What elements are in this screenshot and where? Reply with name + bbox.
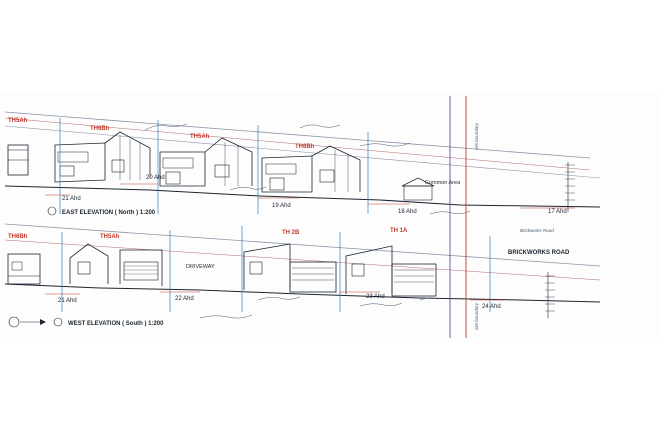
east-common-area-label: Common Area <box>425 180 461 186</box>
west-level-label: 22 Ahd <box>175 296 194 302</box>
west-scale-ticks <box>545 272 555 318</box>
west-level-marker-1: 21 Ahd <box>45 293 80 304</box>
east-ground-line <box>4 185 601 208</box>
east-level-label: 19 Ahd <box>272 203 291 209</box>
west-level-label: 23 Ahd <box>366 294 385 300</box>
west-house-label: TH6Bh <box>8 234 28 240</box>
east-level-marker-1: 21 Ahd <box>45 194 81 202</box>
east-house-label: TH5Ah <box>8 118 28 124</box>
west-driveway-label: DRIVEWAY <box>186 264 215 270</box>
west-elevation: 21 Ahd 22 Ahd 23 Ahd 24 Ahd TH6Bh TH5Ah … <box>4 223 601 328</box>
west-house-label: TH 1A <box>390 228 408 234</box>
west-level-marker-4: 24 Ahd <box>470 299 505 310</box>
west-level-label: 24 Ahd <box>482 304 501 310</box>
east-level-label: 18 Ahd <box>398 209 417 215</box>
handwritten-note-scribble <box>359 302 403 307</box>
handwritten-note-scribble <box>199 314 253 319</box>
west-elevation-title: WEST ELEVATION ( South ) 1:200 <box>68 321 164 327</box>
east-common-area-shelter <box>401 177 435 201</box>
west-house-label: TH5Ah <box>100 234 120 240</box>
west-level-marker-3: 23 Ahd <box>340 291 385 300</box>
north-arrow-icon <box>8 316 46 328</box>
handwritten-note-scribble <box>229 186 267 191</box>
east-level-marker-3: 19 Ahd <box>258 197 300 209</box>
east-level-marker-2: 20 Ahd <box>120 175 165 185</box>
east-title-bubble <box>47 206 57 216</box>
west-house-label: TH 2B <box>282 230 300 236</box>
west-level-marker-2: 22 Ahd <box>160 291 200 302</box>
east-scale-ticks <box>565 162 575 212</box>
east-house-label: TH5Ah <box>190 134 210 140</box>
site-boundary-label: site boundary <box>474 122 479 150</box>
east-elevation: 21 Ahd 20 Ahd 19 Ahd 18 Ahd 17 Ahd TH5Ah… <box>4 111 601 233</box>
east-level-marker-5: 17 Ahd <box>520 207 575 215</box>
west-road-label: BRICKWORKS ROAD <box>508 250 570 256</box>
west-roof-reference-line <box>4 223 601 267</box>
east-level-marker-4: 18 Ahd <box>368 203 417 215</box>
east-house-label: TH6Bh <box>90 126 110 132</box>
east-house-label: TH6Bh <box>295 144 315 150</box>
west-townhouse-3 <box>243 243 337 293</box>
west-townhouse-4 <box>345 245 437 297</box>
handwritten-note-scribble <box>419 297 439 301</box>
site-boundary-label: site boundary <box>474 302 479 330</box>
west-ground-line <box>4 283 601 303</box>
site-boundary-lines: site boundary site boundary <box>449 96 479 338</box>
east-townhouse-1 <box>7 144 29 176</box>
east-level-label: 21 Ahd <box>62 196 81 202</box>
handwritten-note-scribble <box>144 123 188 131</box>
east-roof-reference-line <box>4 111 591 159</box>
east-road-note: Brickworks Road <box>520 228 554 233</box>
east-elevation-title: EAST ELEVATION ( North ) 1:200 <box>62 210 156 216</box>
handwritten-note-scribble <box>359 142 411 147</box>
east-townhouse-3 <box>159 137 253 187</box>
west-townhouse-1 <box>7 253 41 285</box>
handwritten-note-scribble <box>429 210 471 215</box>
east-townhouse-4 <box>261 145 361 193</box>
east-height-plane-line <box>4 117 591 171</box>
handwritten-note-scribble <box>299 124 341 129</box>
west-townhouse-2 <box>69 243 163 286</box>
east-level-label: 20 Ahd <box>146 175 165 181</box>
handwritten-note-scribble <box>257 296 301 301</box>
east-reference-line-2 <box>4 125 601 179</box>
west-height-plane-line <box>4 239 601 281</box>
east-level-label: 17 Ahd <box>548 209 567 215</box>
west-title-bubble <box>53 317 63 327</box>
west-level-label: 21 Ahd <box>58 298 77 304</box>
